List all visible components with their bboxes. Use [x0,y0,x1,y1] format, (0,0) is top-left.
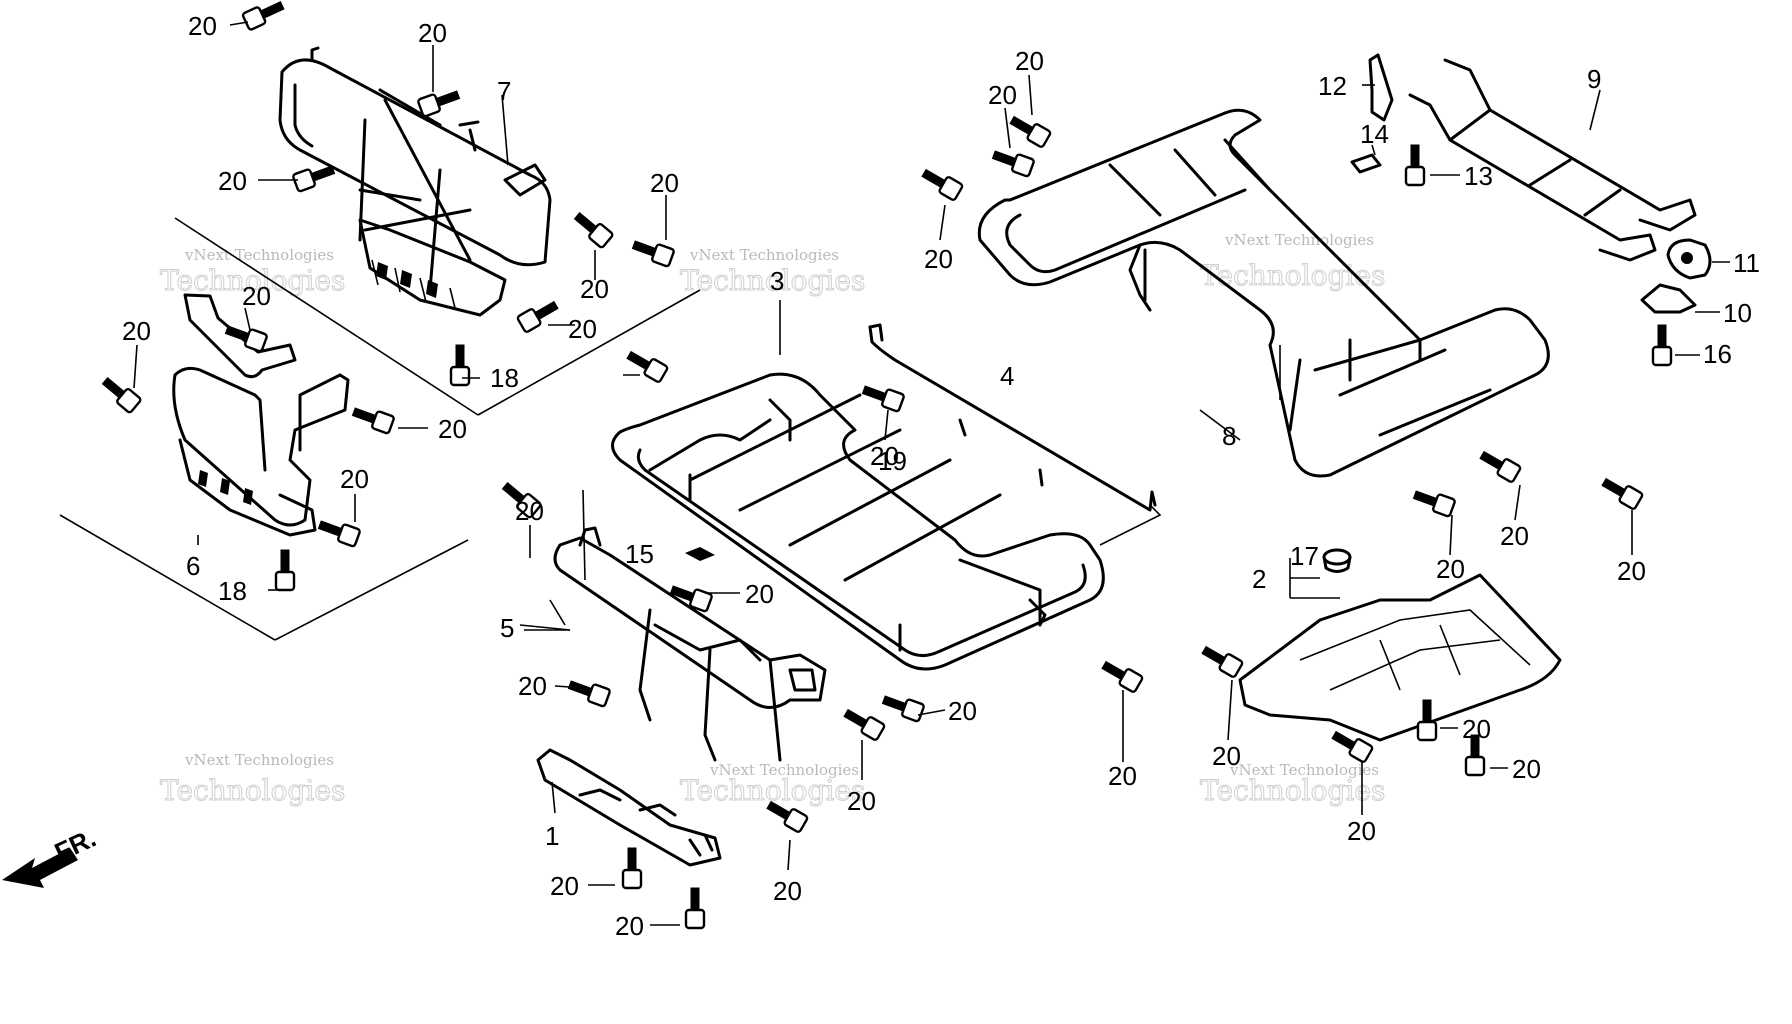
front-carrier-part-3 [611,372,1105,671]
plate-part-14 [1350,153,1382,174]
watermark-text: vNext Technologies [689,246,839,264]
part-label-20: 20 [418,18,447,48]
leader-lines [133,21,1730,926]
part-label-17: 17 [1290,541,1319,571]
rear-carrier-part-8 [977,108,1550,478]
lower-guard-part-1 [536,748,722,867]
part-label-20: 20 [1512,754,1541,784]
part-label-20: 20 [745,579,774,609]
watermark-text-large: Technologies [160,774,345,807]
watermark-text: vNext Technologies [709,761,859,779]
part-label-20: 20 [1015,46,1044,76]
part-label-20: 20 [1347,816,1376,846]
watermark-text: vNext Technologies [1229,761,1379,779]
watermark-text-large: Technologies [680,264,865,297]
part-label-20: 20 [340,464,369,494]
part-label-10: 10 [1723,298,1752,328]
part-label-20: 20 [948,696,977,726]
front-guard-lower-part-6 [172,293,350,537]
part-label-20: 20 [1212,741,1241,771]
part-label-20: 20 [188,11,217,41]
watermark-text-large: Technologies [680,774,865,807]
part-label-18: 18 [490,363,519,393]
part-label-4: 4 [1000,361,1014,391]
part-label-11: 11 [1733,248,1760,278]
cap-part-17 [1322,548,1352,573]
part-label-20: 20 [518,671,547,701]
rear-bar-part-9 [1408,58,1697,262]
part-label-2: 2 [1252,564,1266,594]
bar-part-4 [868,323,1162,546]
part-number-labels: 20 20 7 20 20 20 20 20 20 18 20 20 6 18 … [122,11,1760,941]
part-label-16: 16 [1703,339,1732,369]
part-label-20: 20 [1617,556,1646,586]
watermark-text-large: Technologies [1200,774,1385,807]
collar-part-11 [1666,238,1712,280]
watermark-text: vNext Technologies [184,246,334,264]
part-label-20: 20 [1108,761,1137,791]
part-label-20: 20 [122,316,151,346]
part-label-19: 19 [878,446,907,476]
rear-skid-plate-part-2 [1238,573,1562,742]
part-label-20: 20 [438,414,467,444]
part-label-9: 9 [1587,64,1601,94]
part-label-20: 20 [1462,714,1491,744]
part-label-20: 20 [1436,554,1465,584]
front-direction-arrow: FR. [2,823,101,888]
part-label-20: 20 [218,166,247,196]
part-label-18: 18 [218,576,247,606]
part-label-3: 3 [770,266,784,296]
part-label-13: 13 [1464,161,1493,191]
part-label-20: 20 [650,168,679,198]
part-label-20: 20 [568,314,597,344]
part-label-20: 20 [988,80,1017,110]
part-label-8: 8 [1222,421,1236,451]
plate-part-15 [685,547,715,561]
clip-part-10 [1640,283,1697,314]
part-label-12: 12 [1318,71,1347,101]
part-label-20: 20 [924,244,953,274]
part-label-1: 1 [545,821,559,851]
part-label-20: 20 [615,911,644,941]
part-label-20: 20 [1500,521,1529,551]
watermark-group: vNext Technologies Technologies vNext Te… [160,231,1386,808]
part-label-20: 20 [515,496,544,526]
part-label-20: 20 [242,281,271,311]
part-label-20: 20 [847,786,876,816]
bolts [101,1,1673,930]
part-label-20: 20 [870,441,899,471]
rear-guard-part-5 [553,526,827,762]
part-label-20: 20 [550,871,579,901]
front-skid-plate-part-6 [358,218,507,317]
part-label-15: 15 [625,539,654,569]
part-label-5: 5 [500,613,514,643]
part-label-6: 6 [186,551,200,581]
section-dividers [59,217,701,641]
watermark-text: vNext Technologies [184,751,334,769]
part-label-20: 20 [773,876,802,906]
part-label-7: 7 [497,76,511,106]
part-label-14: 14 [1360,119,1389,149]
watermark-text: vNext Technologies [1224,231,1374,249]
part-label-20: 20 [580,274,609,304]
bracket-part-12 [1368,53,1394,122]
